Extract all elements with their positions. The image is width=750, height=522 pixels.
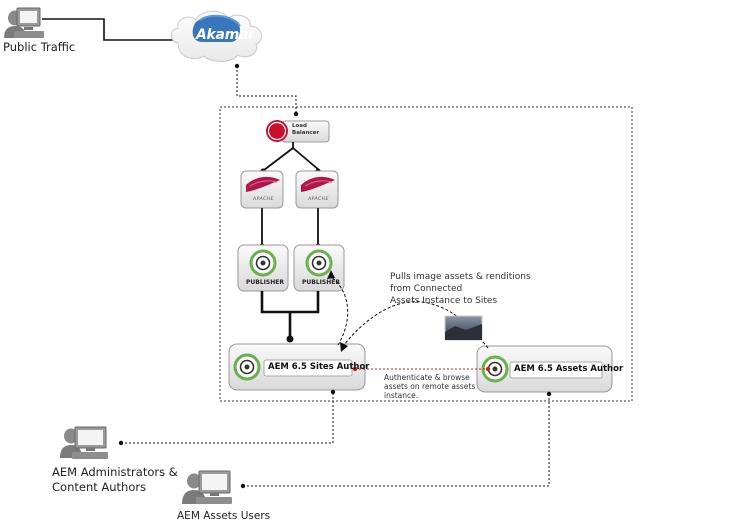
public-traffic-label: Public Traffic xyxy=(3,40,76,54)
admins-label-line2: Content Authors xyxy=(52,480,147,494)
assets-users-label: AEM Assets Users xyxy=(177,510,271,522)
authenticate-note-line3: instance. xyxy=(384,391,419,400)
load-balancer-label-line1: Load xyxy=(292,123,307,129)
apache-1-label: APACHE xyxy=(253,197,275,202)
assets-author-box xyxy=(476,345,613,393)
authenticate-note-line2: assets on remote assets xyxy=(384,382,476,391)
public-to-cdn-line xyxy=(42,18,176,41)
admins-to-sites-line xyxy=(121,393,334,444)
akamai-cloud-icon xyxy=(170,11,263,62)
public-traffic-computer-icon xyxy=(4,7,44,38)
apache-server-1-icon xyxy=(240,170,284,209)
publisher-2-label: PUBLISHER xyxy=(302,279,340,286)
users-to-assets-line xyxy=(243,395,550,487)
admins-label-line1: AEM Administrators & xyxy=(52,465,178,479)
cdn-to-lb-line xyxy=(236,66,297,112)
publisher-1-label: PUBLISHER xyxy=(246,279,284,286)
apache-2-label: APACHE xyxy=(308,197,330,202)
assets-users-computer-icon xyxy=(182,470,232,504)
akamai-logo-text: Akamai xyxy=(196,27,253,43)
environment-boundary xyxy=(219,106,633,402)
image-asset-thumbnail xyxy=(444,315,483,341)
pull-assets-note-line1: Pulls image assets & renditions xyxy=(390,272,531,282)
admins-computer-icon xyxy=(60,426,108,459)
sites-author-box xyxy=(228,343,366,391)
load-balancer-label-line2: Balancer xyxy=(292,130,320,136)
publisher-2-icon xyxy=(293,244,345,292)
authenticate-note-line1: Authenticate & browse xyxy=(384,373,470,382)
sites-author-label: AEM 6.5 Sites Author xyxy=(268,362,370,372)
lb-to-apache-lines xyxy=(263,142,320,171)
load-balancer-icon xyxy=(266,120,330,143)
pull-assets-note-line2: from Connected xyxy=(390,284,463,294)
assets-author-label: AEM 6.5 Assets Author xyxy=(514,364,624,374)
apache-server-2-icon xyxy=(295,170,339,209)
publisher-to-author-lines xyxy=(260,291,320,337)
publisher-1-icon xyxy=(237,244,289,292)
pull-assets-note-line3: Assets Instance to Sites xyxy=(390,296,498,306)
